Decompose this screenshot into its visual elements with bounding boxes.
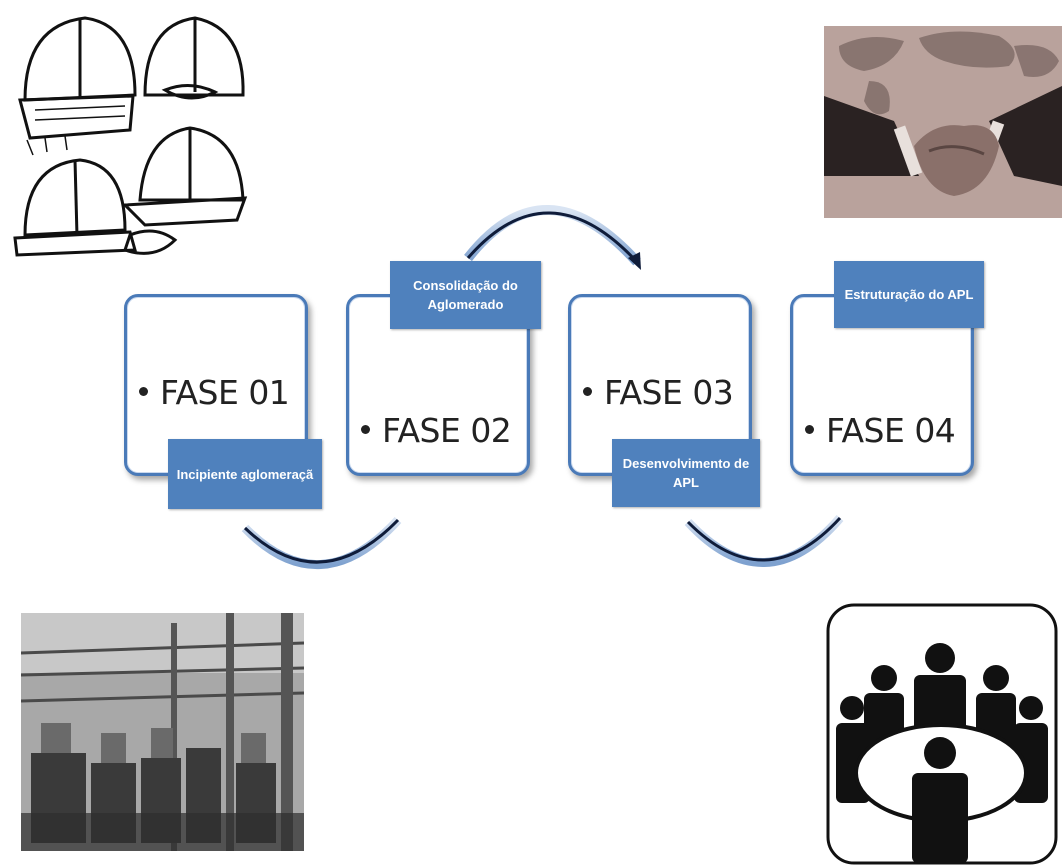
right-sleeve	[989, 86, 1062, 186]
arc-phase1-to-2-edge	[243, 518, 400, 564]
meeting-table-icon	[826, 603, 1058, 865]
handshake-world-map-image	[824, 26, 1062, 218]
cap-sketch-1	[23, 16, 137, 102]
factory-floor-photo	[21, 613, 304, 851]
phase-1-tag: Incipiente aglomeraçã	[168, 439, 322, 509]
arrowhead-phase3	[628, 252, 641, 270]
clasped-hands	[914, 125, 999, 196]
cap-sketch-1-brim	[18, 94, 135, 140]
phase-4-tag: Estruturação do APL	[834, 261, 984, 328]
arc-phase1-to-2	[241, 516, 402, 570]
left-sleeve	[824, 96, 919, 176]
phase-3-tag: Desenvolvimento de APL	[612, 439, 760, 507]
arc-phase3-to-4-edge	[686, 516, 842, 562]
phase-2-tag: Consolidação do Aglomerado	[390, 261, 541, 329]
cap-sketches-image	[13, 16, 248, 257]
phase-1-label: FASE 01	[139, 373, 290, 412]
phase-4-label: FASE 04	[805, 411, 956, 450]
phase-2-label: FASE 02	[361, 411, 512, 450]
arc-phase2-to-3-edge	[466, 211, 639, 264]
phase-3-label: FASE 03	[583, 373, 734, 412]
arc-phase2-to-3	[464, 205, 641, 266]
